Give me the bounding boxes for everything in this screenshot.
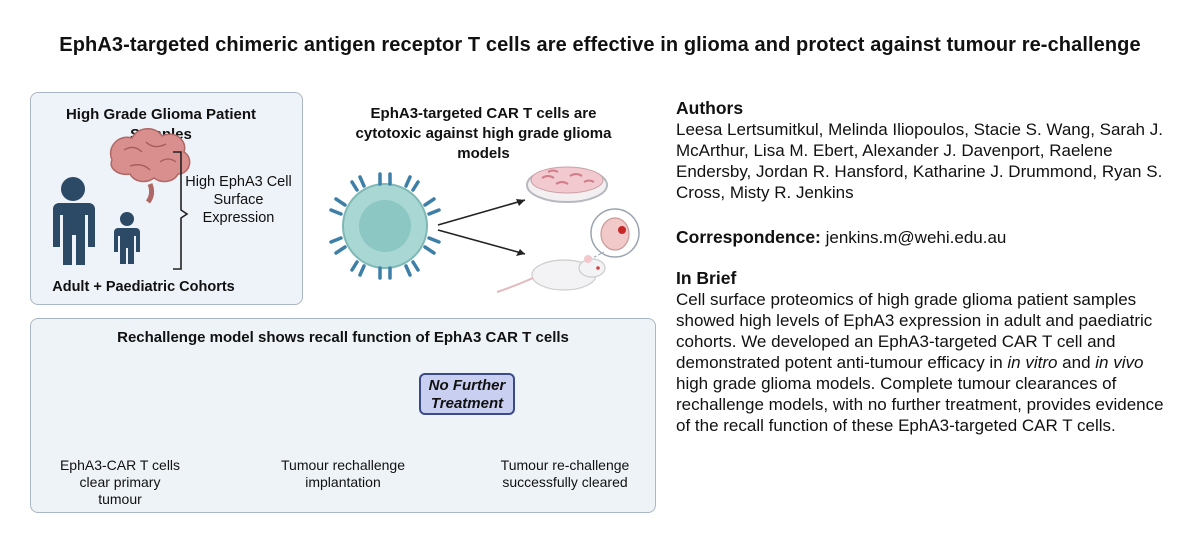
arrow-to-mouse — [437, 229, 526, 255]
authors-section: Authors Leesa Lertsumitkul, Melinda Ilio… — [676, 98, 1176, 203]
timeline-label-3: Tumour re-challenge successfully cleared — [500, 457, 630, 490]
panel2-heading: EphA3-targeted CAR T cells are cytotoxic… — [355, 105, 612, 162]
correspondence-section: Correspondence: jenkins.m@wehi.edu.au — [676, 227, 1176, 248]
in-brief-text: Cell surface proteomics of high grade gl… — [676, 290, 1164, 435]
bracket-text: High EphA3 Cell Surface Expression — [185, 174, 292, 226]
brain-icon — [109, 128, 191, 204]
rechallenge-panel — [30, 318, 656, 513]
in-brief-heading: In Brief — [676, 268, 737, 288]
in-brief-section: In Brief Cell surface proteomics of high… — [676, 268, 1176, 436]
correspondence-label: Correspondence: — [676, 227, 821, 247]
child-person-icon — [114, 212, 140, 264]
authors-list: Leesa Lertsumitkul, Melinda Iliopoulos, … — [676, 120, 1163, 202]
authors-heading: Authors — [676, 98, 744, 118]
timeline-label-1: EphA3-CAR T cells clear primary tumour — [59, 457, 181, 507]
no-further-treatment-badge: No Further Treatment — [419, 373, 515, 415]
mouse-with-brain-inset-icon — [496, 208, 640, 293]
car-t-cell-icon — [329, 172, 441, 280]
panel3-heading: Rechallenge model shows recall function … — [117, 329, 569, 346]
cohorts-label: Adult + Paediatric Cohorts — [52, 279, 235, 295]
bracket-shape — [173, 151, 189, 270]
petri-dish-icon — [526, 166, 608, 203]
arrow-to-dish — [437, 199, 526, 226]
timeline-label-2: Tumour rechallenge implantation — [281, 457, 405, 490]
page-title: EphA3-targeted chimeric antigen receptor… — [59, 34, 1141, 56]
correspondence-email[interactable]: jenkins.m@wehi.edu.au — [825, 228, 1007, 247]
adult-person-icon — [53, 177, 95, 265]
